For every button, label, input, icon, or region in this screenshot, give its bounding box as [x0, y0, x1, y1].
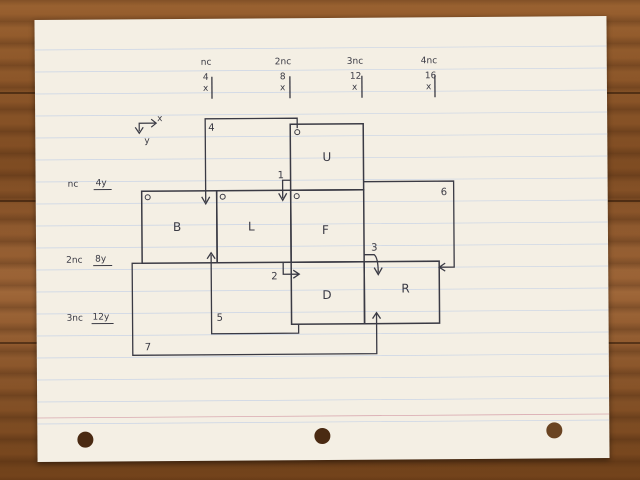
col-header-3-var: x — [352, 83, 358, 93]
col-header-1-top: nc — [201, 58, 212, 68]
face-L-label: L — [248, 219, 255, 233]
path-number-4: 4 — [208, 123, 214, 134]
path-number-7: 7 — [145, 342, 151, 353]
col-header-1-var: x — [203, 84, 209, 94]
face-R-label: R — [401, 281, 409, 295]
binder-hole — [546, 422, 563, 439]
col-header-2-var: x — [280, 83, 286, 93]
col-header-2-top: 2nc — [275, 57, 291, 67]
ruled-lines — [34, 45, 610, 425]
path-number-5: 5 — [217, 313, 223, 324]
col-header-4-var: x — [426, 82, 432, 92]
row-header-2-value: 8y — [95, 255, 107, 265]
axis-y-label: y — [144, 136, 150, 146]
row-header-underlines — [91, 188, 114, 325]
row-header-3-label: 3nc — [67, 314, 83, 324]
face-B-label: B — [173, 220, 181, 234]
path-3 — [364, 253, 379, 273]
face-R-box — [363, 260, 441, 325]
origin-markers — [144, 129, 301, 201]
row-header-3-value: 12y — [93, 312, 111, 322]
binder-hole — [77, 431, 94, 448]
drawing-canvas: nc 4 x 2nc 8 x 3nc 12 x 4nc 16 x x y — [34, 45, 610, 448]
path-4 — [204, 117, 298, 202]
path-number-3: 3 — [371, 243, 377, 254]
path-1 — [281, 179, 291, 199]
face-D-label: D — [322, 288, 331, 302]
col-header-4-top: 4nc — [421, 56, 437, 66]
axis-x-label: x — [157, 114, 163, 124]
col-header-2-num: 8 — [280, 72, 286, 82]
notebook-paper: nc 4 x 2nc 8 x 3nc 12 x 4nc 16 x x y — [34, 16, 610, 462]
col-header-3-top: 3nc — [347, 57, 363, 67]
path-5 — [210, 254, 300, 335]
path-number-6: 6 — [441, 187, 447, 198]
margin-line — [37, 413, 610, 419]
path-6 — [363, 180, 455, 268]
col-header-3-num: 12 — [350, 72, 362, 82]
path-2 — [282, 262, 299, 275]
face-F-label: F — [322, 223, 329, 237]
axis-indicator — [134, 118, 158, 135]
col-header-4-num: 16 — [425, 71, 437, 81]
row-header-2-label: 2nc — [66, 256, 82, 266]
edge-paths — [131, 117, 455, 356]
col-header-1-num: 4 — [203, 73, 209, 83]
row-header-1-value: 4y — [96, 178, 108, 188]
binder-hole — [314, 428, 331, 445]
cube-net — [140, 122, 441, 325]
path-number-1: 1 — [278, 170, 284, 181]
col-tick-marks — [211, 75, 436, 99]
face-U-label: U — [322, 150, 331, 164]
row-header-1-label: nc — [68, 180, 79, 190]
path-number-2: 2 — [271, 271, 277, 282]
path-7 — [131, 262, 378, 356]
